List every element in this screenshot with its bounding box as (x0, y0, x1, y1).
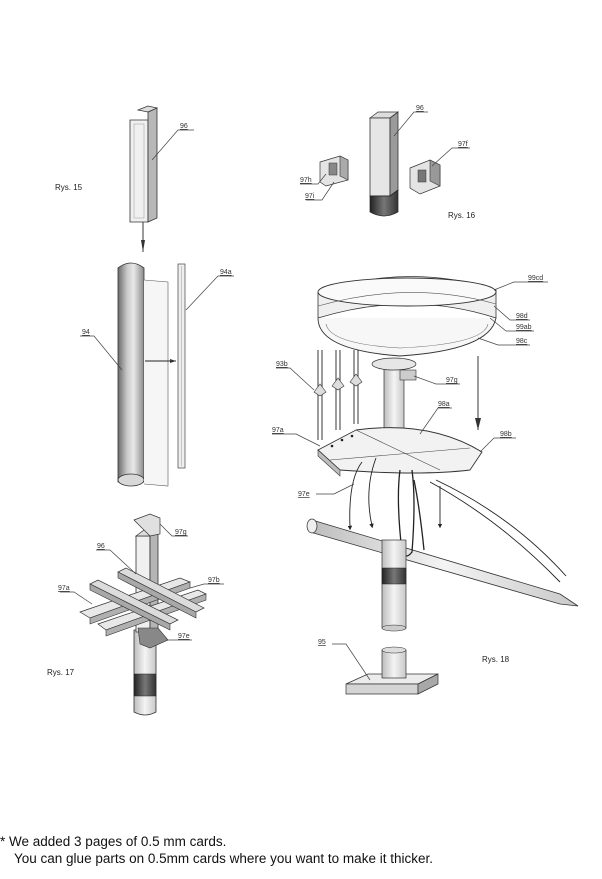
caption-rys-18: Rys. 18 (482, 655, 510, 664)
label-97g: 97g (175, 529, 187, 536)
label-95: 95 (318, 639, 326, 646)
part-93b-deadeyes (313, 350, 363, 440)
footnote-line-2: You can glue parts on 0.5mm cards where … (14, 851, 433, 866)
label-98c: 98c (516, 338, 528, 345)
label-94a: 94a (220, 269, 232, 276)
figure-rys-17: 97g 96 97b 97a 97e Rys. 17 (47, 513, 224, 716)
part-mast-upper (371, 357, 417, 439)
label-96: 96 (97, 543, 105, 550)
label-97f: 97f (458, 141, 468, 148)
label-98a: 98a (438, 401, 450, 408)
figure-rys-15: 96 94a 94 Rys. 15 (55, 105, 234, 487)
label-97b: 97b (208, 577, 220, 584)
part-96-block (368, 111, 400, 217)
part-yard (306, 457, 579, 607)
label-98d: 98d (516, 313, 528, 320)
part-98a-platform (317, 427, 483, 477)
part-97f-bracket (409, 159, 441, 195)
part-94a-strip (177, 263, 186, 469)
footnote-line-1: * We added 3 pages of 0.5 mm cards. (0, 834, 227, 849)
footnote: * We added 3 pages of 0.5 mm cards. You … (0, 833, 602, 867)
label-97h: 97h (300, 177, 312, 184)
label-97e: 97e (298, 491, 310, 498)
caption-rys-17: Rys. 17 (47, 668, 75, 677)
part-mast-lower (133, 629, 157, 716)
label-97i: 97i (305, 193, 315, 200)
part-97h-bracket (319, 155, 349, 187)
label-99cd: 99cd (528, 275, 543, 282)
label-97a: 97a (272, 427, 284, 434)
caption-rys-16: Rys. 16 (448, 211, 476, 220)
caption-rys-15: Rys. 15 (55, 183, 83, 192)
label-96: 96 (416, 105, 424, 112)
figure-rys-16: 96 97f 97h 97i Rys. 16 (300, 105, 476, 220)
label-97e: 97e (178, 633, 190, 640)
label-93b: 93b (276, 361, 288, 368)
label-97g: 97g (446, 377, 458, 384)
label-98b: 98b (500, 431, 512, 438)
part-99cd-98c-top-ring (317, 276, 497, 430)
part-94-mast-cylinder (117, 262, 176, 487)
part-97a-97b-crosstrees (79, 567, 207, 649)
part-mast-lower (381, 539, 407, 632)
assembly-diagram: 96 94a 94 Rys. 15 96 97f 97h 97i (47, 105, 579, 716)
label-96: 96 (180, 123, 188, 130)
part-95-base (345, 646, 439, 695)
figure-rys-18: 99cd 98d 99ab 98c 93b 97g 98a 97a 98b 97… (272, 275, 579, 695)
label-94: 94 (82, 329, 90, 336)
label-99ab: 99ab (516, 324, 532, 331)
part-96-mast-top (129, 105, 159, 252)
label-97a: 97a (58, 585, 70, 592)
